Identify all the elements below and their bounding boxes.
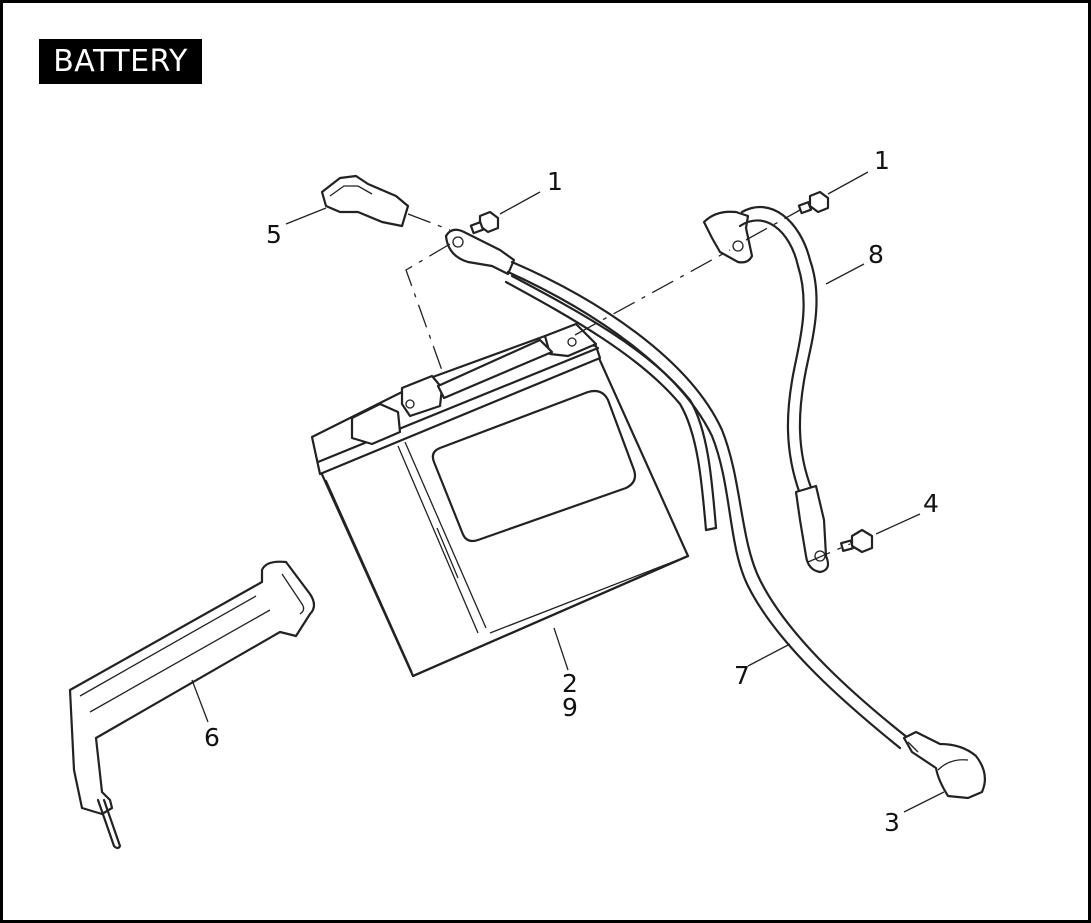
callout-bolt-ground-cable: 1	[874, 146, 890, 175]
bolt-positive	[469, 210, 500, 235]
callout-strap: 6	[204, 723, 220, 752]
callout-ground-cable: 8	[868, 240, 884, 269]
callout-battery-alt: 9	[562, 693, 578, 722]
terminal-cover	[320, 174, 410, 228]
diagram-title: BATTERY	[39, 39, 202, 84]
positive-cable	[444, 228, 987, 800]
callout-cable-end: 3	[884, 808, 900, 837]
ground-cable	[702, 205, 830, 574]
battery-exploded-diagram: 5 1 1 8 4 2 9 6 7 3	[68, 146, 987, 850]
callout-battery: 2	[562, 669, 578, 698]
bolt-ground	[840, 528, 874, 554]
callout-bolt-ground: 4	[923, 489, 939, 518]
callout-bolt-positive: 1	[547, 167, 563, 196]
hold-down-strap	[68, 560, 316, 850]
battery	[310, 322, 690, 678]
callout-terminal-cover: 5	[266, 220, 282, 249]
bolt-ground-cable	[797, 190, 830, 215]
callout-positive-cable: 7	[734, 661, 750, 690]
